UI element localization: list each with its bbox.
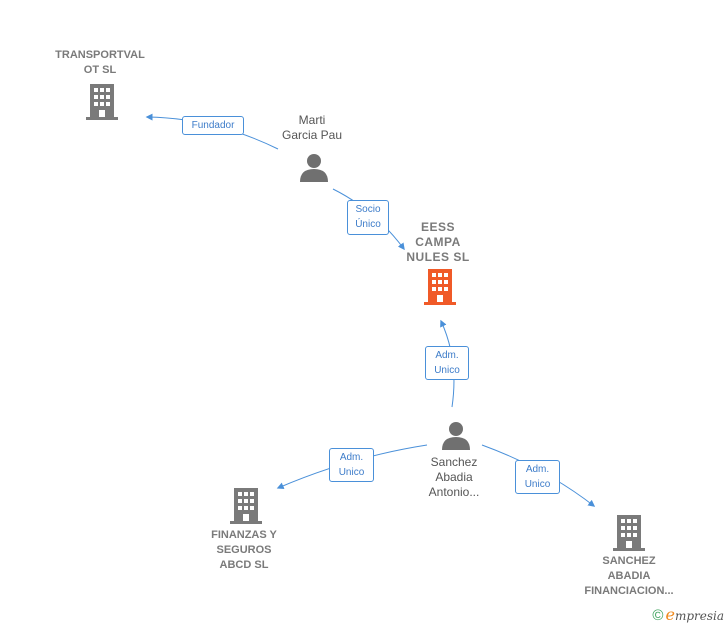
node-sanchez-person-label[interactable]: Sanchez Abadia Antonio... [428, 455, 480, 499]
empresia-logo[interactable]: ©empresia [652, 605, 724, 624]
person-icon[interactable] [441, 420, 471, 450]
edge-label-fundador[interactable]: Fundador [182, 116, 244, 135]
node-eess-label[interactable]: EESS CAMPA NULES SL [406, 220, 470, 264]
node-transportval-label[interactable]: TRANSPORTVAL OT SL [55, 49, 145, 76]
building-icon[interactable] [424, 269, 456, 305]
building-icon[interactable] [230, 488, 262, 524]
building-icon[interactable] [613, 515, 645, 551]
node-sanchez-company-label[interactable]: SANCHEZ ABADIA FINANCIACION... [584, 555, 674, 597]
node-finanzas-label[interactable]: FINANZAS Y SEGUROS ABCD SL [211, 529, 277, 571]
building-icon[interactable] [86, 84, 118, 120]
brand-initial: e [665, 605, 675, 624]
edge-label-adm-sanchez[interactable]: Adm. Unico [515, 460, 560, 494]
node-marti-label[interactable]: Marti Garcia Pau [281, 113, 343, 142]
brand-name: mpresia [674, 609, 724, 623]
person-icon[interactable] [299, 152, 329, 182]
edge-label-adm-finanzas[interactable]: Adm. Unico [329, 448, 374, 482]
edge-label-socio-unico[interactable]: Socio Único [347, 200, 389, 235]
copyright-icon: © [652, 607, 664, 624]
edge-label-adm-eess[interactable]: Adm. Unico [425, 346, 469, 380]
